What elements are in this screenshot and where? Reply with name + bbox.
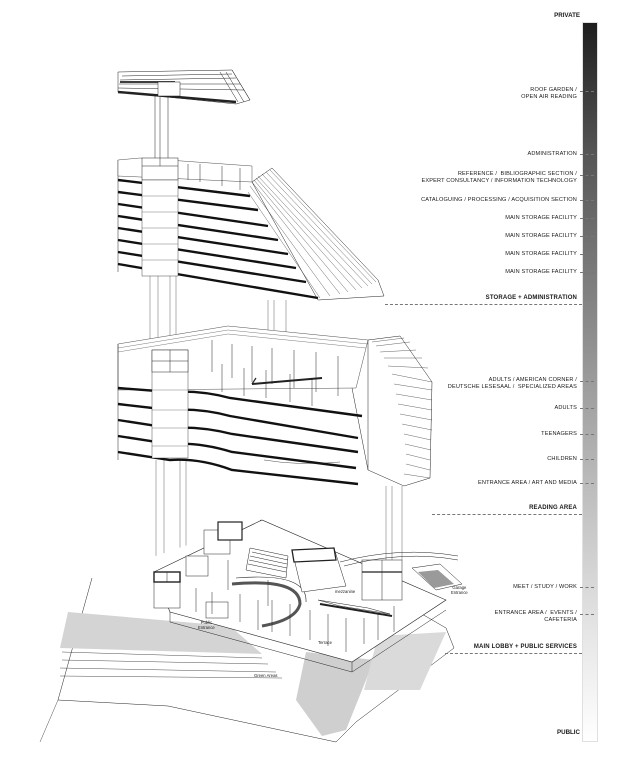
garage-entrance-label: Garage Entrance <box>451 585 468 595</box>
terrace-label: Terrace <box>318 640 332 645</box>
program-label: MAIN LOBBY + PUBLIC SERVICES <box>473 644 577 650</box>
label-leader-line <box>580 459 594 460</box>
program-label: ROOF GARDEN / OPEN AIR READING <box>521 87 577 100</box>
program-label: ADMINISTRATION <box>527 151 577 157</box>
green-areas-label: Green Areas <box>254 673 278 678</box>
label-leader-line <box>580 408 594 409</box>
program-label: MAIN STORAGE FACILITY <box>505 215 577 221</box>
program-label: TEENAGERS <box>541 431 577 437</box>
storage-admin-tier <box>117 157 385 301</box>
program-label: MAIN STORAGE FACILITY <box>505 269 577 275</box>
label-leader-line <box>580 91 594 92</box>
label-leader-line <box>580 587 594 588</box>
reading-area-tier <box>117 325 433 487</box>
program-label: READING AREA <box>529 505 577 511</box>
label-leader-line <box>432 514 582 515</box>
label-leader-line <box>580 236 594 237</box>
mezzanine-label: mezzanine <box>335 589 356 594</box>
label-leader-line <box>445 653 582 654</box>
label-leader-line <box>580 434 594 435</box>
program-label: ENTRANCE AREA / ART AND MEDIA <box>478 480 577 486</box>
label-leader-line <box>580 614 594 615</box>
program-label: ADULTS / AMERICAN CORNER / DEUTSCHE LESE… <box>447 377 577 390</box>
program-label: CHILDREN <box>547 456 577 462</box>
label-leader-line <box>580 254 594 255</box>
public-entrance-label: Public Entrance <box>198 620 215 630</box>
program-label: MEET / STUDY / WORK <box>513 584 577 590</box>
program-label: STORAGE + ADMINISTRATION <box>485 295 577 301</box>
label-leader-line <box>580 272 594 273</box>
program-label: MAIN STORAGE FACILITY <box>505 251 577 257</box>
label-leader-line <box>580 200 594 201</box>
label-leader-line <box>580 154 594 155</box>
scale-top-label: PRIVATE <box>554 12 580 19</box>
label-leader-line <box>580 175 594 176</box>
scale-bottom-label: PUBLIC <box>556 729 580 736</box>
label-leader-line <box>580 483 594 484</box>
program-label: MAIN STORAGE FACILITY <box>505 233 577 239</box>
privacy-gradient-bar <box>582 22 598 742</box>
program-label: REFERENCE / BIBLIOGRAPHIC SECTION / EXPE… <box>421 171 577 184</box>
program-label: ENTRANCE AREA / EVENTS / CAFETERIA <box>494 610 577 623</box>
ground-level <box>39 519 463 743</box>
label-leader-line <box>385 304 582 305</box>
label-leader-line <box>580 381 594 382</box>
program-label: CATALOGUING / PROCESSING / ACQUISITION S… <box>421 197 577 203</box>
label-leader-line <box>580 218 594 219</box>
program-label: ADULTS <box>554 405 577 411</box>
roof-garden-tier <box>117 69 251 105</box>
